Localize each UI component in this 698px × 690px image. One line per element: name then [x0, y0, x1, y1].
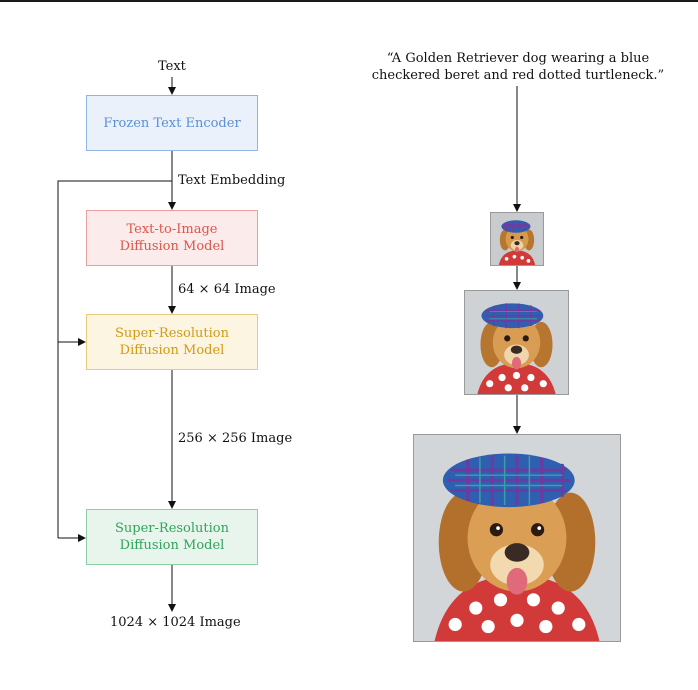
example-prompt: “A Golden Retriever dog wearing a blue c…	[371, 51, 665, 83]
embedding-branch-line	[57, 180, 172, 538]
dog-illustration-large	[414, 435, 620, 641]
frozen-text-encoder-box: Frozen Text Encoder	[86, 95, 258, 151]
final-output-label: 1024 × 1024 Image	[110, 615, 241, 630]
base-output-label: 64 × 64 Image	[178, 282, 276, 297]
dog-image-256	[464, 290, 569, 395]
input-text-label: Text	[158, 59, 186, 74]
super-resolution-box-2: Super-Resolution Diffusion Model	[86, 509, 258, 565]
text-to-image-diffusion-box: Text-to-Image Diffusion Model	[86, 210, 258, 266]
super-resolution-box-1: Super-Resolution Diffusion Model	[86, 314, 258, 370]
dog-image-64	[490, 212, 544, 266]
sr1-output-label: 256 × 256 Image	[178, 431, 293, 446]
text-embedding-label: Text Embedding	[178, 173, 286, 188]
dog-image-1024	[413, 434, 621, 642]
dog-illustration-small	[491, 213, 543, 265]
dog-illustration-medium	[465, 291, 568, 394]
top-border	[0, 0, 698, 2]
